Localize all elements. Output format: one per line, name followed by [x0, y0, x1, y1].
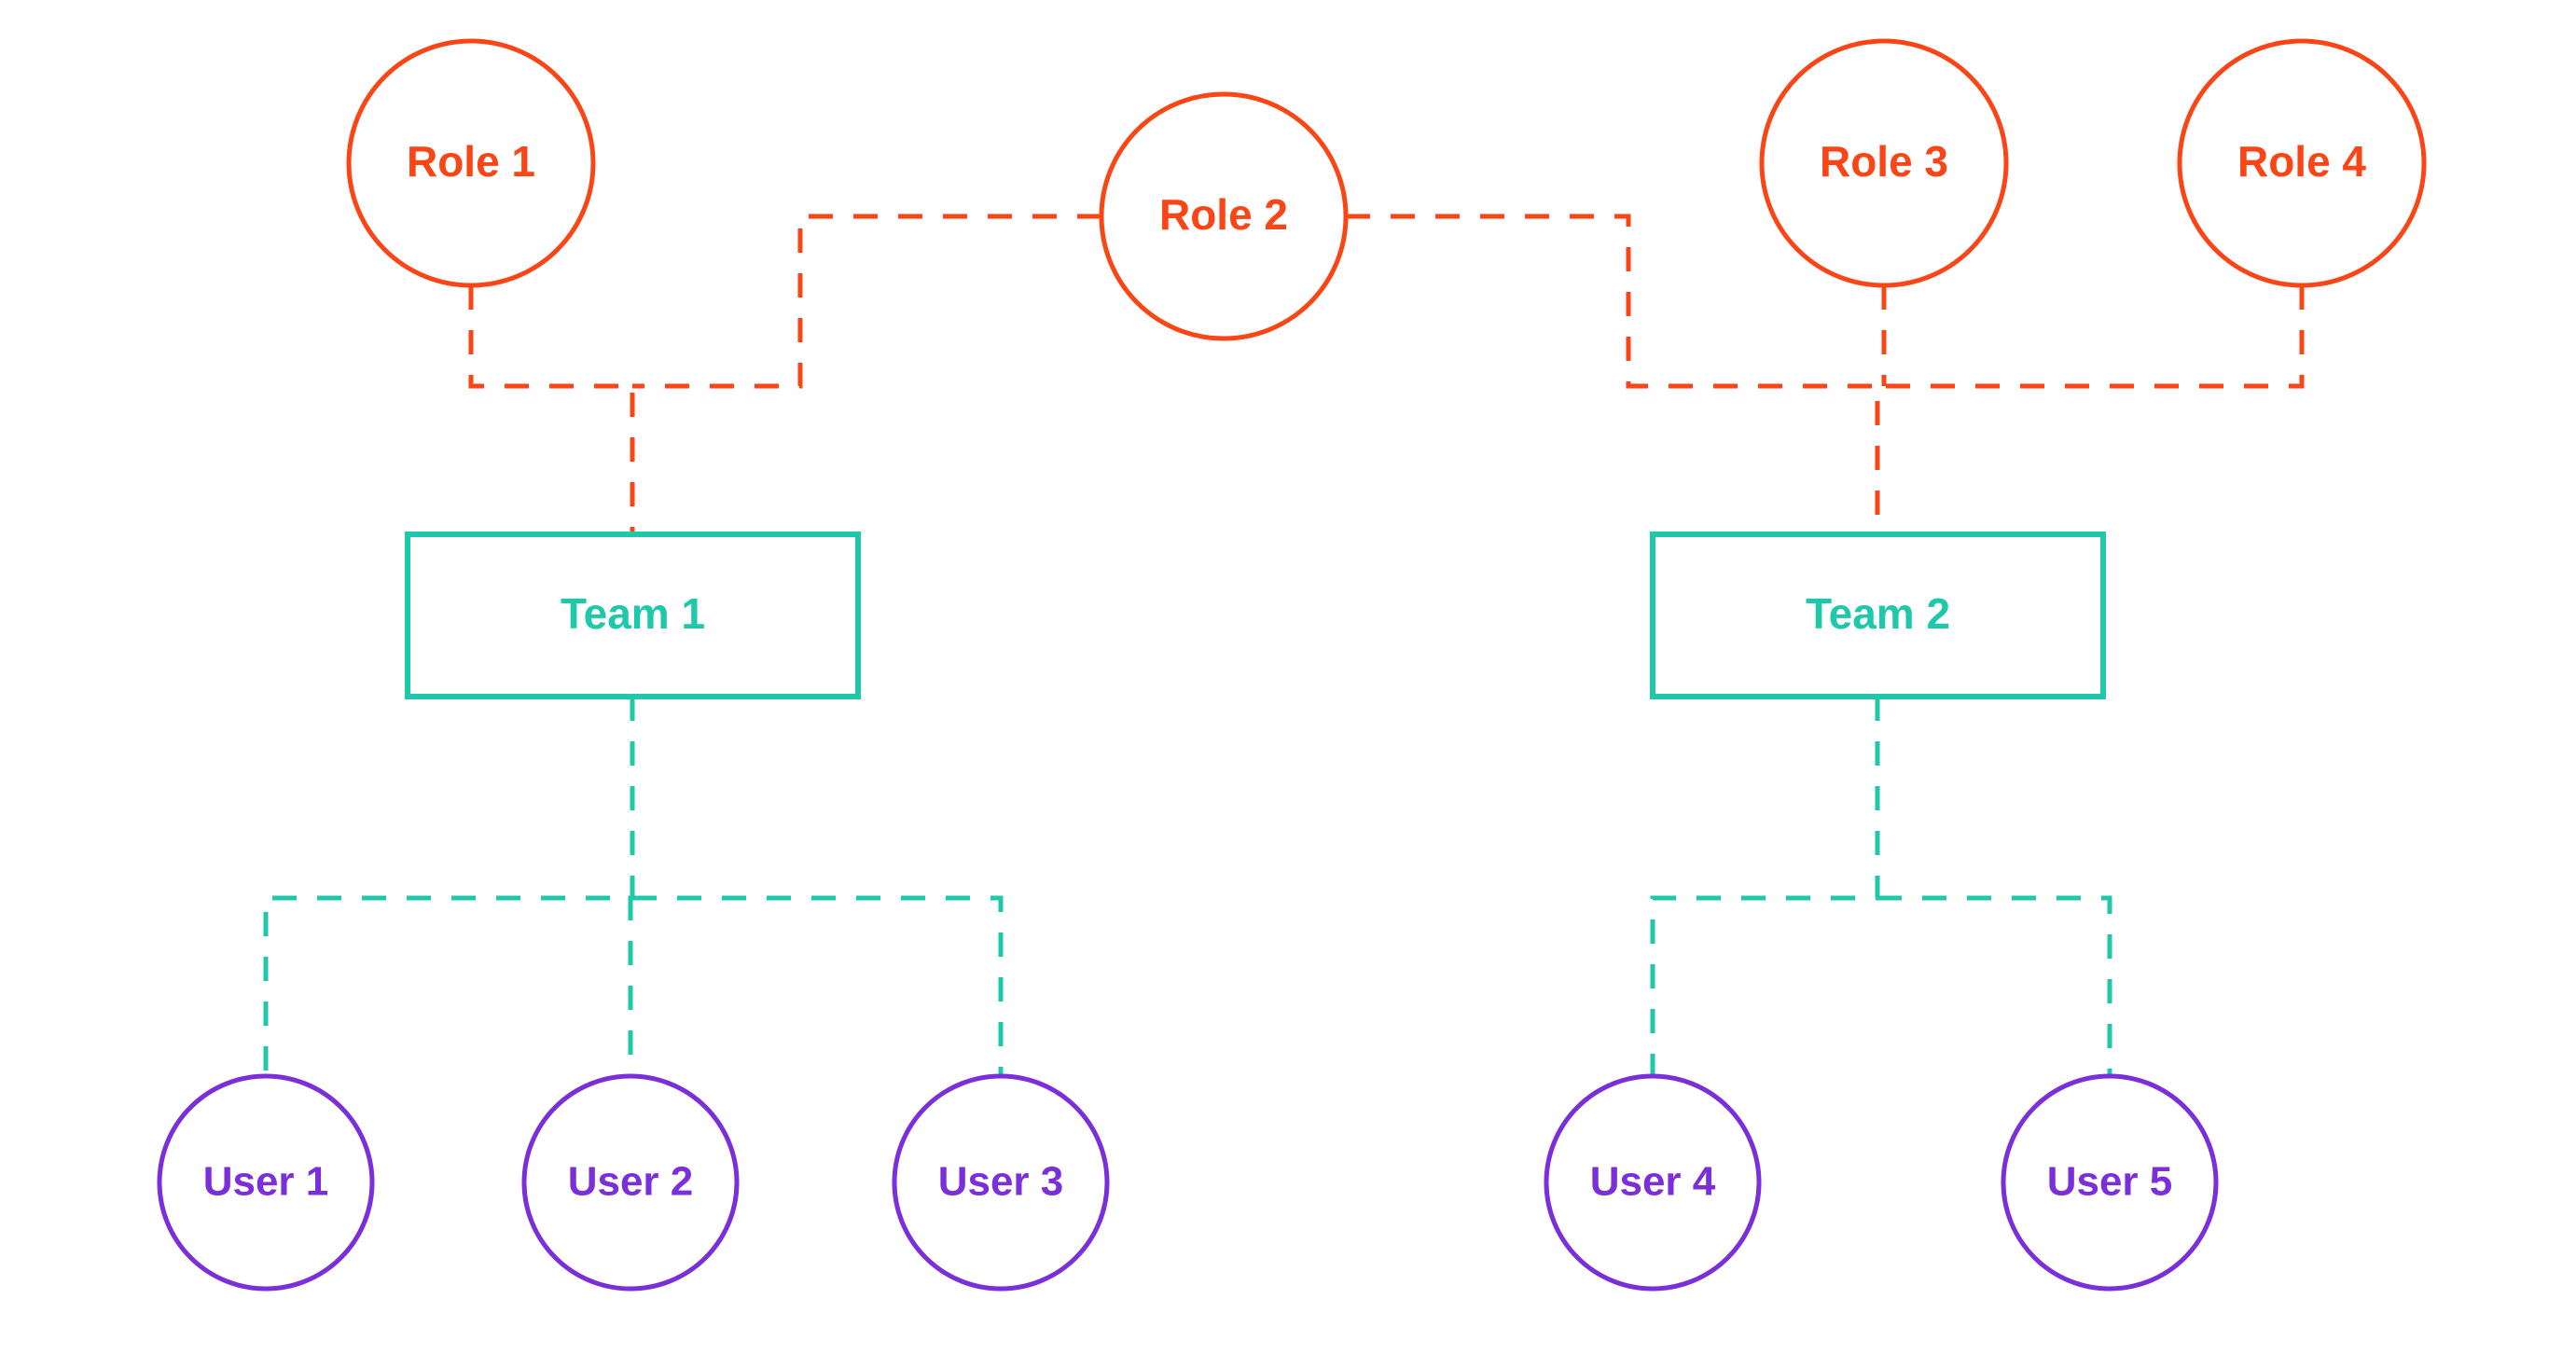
role-circle [346, 38, 596, 288]
role-circle [2177, 38, 2427, 288]
nodes-layer: Role 1 Role 2 Role 3 Role 4 Team 1 Team 2 User… [157, 38, 2427, 1292]
team-rect [1650, 532, 2106, 699]
role-circle [1099, 91, 1349, 341]
connector-role1-team1 [468, 285, 635, 534]
role-circle [1759, 38, 2009, 288]
role-node-role3[interactable]: Role 3 [1759, 38, 2009, 288]
team-node-team1[interactable]: Team 1 [405, 532, 861, 699]
connector-team1-user1 [263, 697, 635, 1076]
connector-team2-user5 [1877, 895, 2112, 1076]
connector-role2-team1 [632, 214, 1101, 389]
user-circle [157, 1073, 375, 1292]
user-circle [521, 1073, 740, 1292]
team-node-team2[interactable]: Team 2 [1650, 532, 2106, 699]
connector-team1-user3 [632, 895, 1004, 1076]
user-node-user3[interactable]: User 3 [892, 1073, 1110, 1292]
user-node-user1[interactable]: User 1 [157, 1073, 375, 1292]
user-circle [892, 1073, 1110, 1292]
user-node-user2[interactable]: User 2 [521, 1073, 740, 1292]
user-circle [1544, 1073, 1762, 1292]
edges-layer [263, 214, 2305, 1076]
role-node-role1[interactable]: Role 1 [346, 38, 596, 288]
connector-team1-user2 [628, 895, 633, 1076]
user-circle [2001, 1073, 2219, 1292]
team-rect [405, 532, 861, 699]
connector-team2-user4 [1650, 697, 1880, 1076]
role-node-role2[interactable]: Role 2 [1099, 91, 1349, 341]
user-node-user4[interactable]: User 4 [1544, 1073, 1762, 1292]
user-node-user5[interactable]: User 5 [2001, 1073, 2219, 1292]
connector-role4-team2 [1877, 285, 2305, 389]
role-node-role4[interactable]: Role 4 [2177, 38, 2427, 288]
connector-role2-team2 [1346, 214, 1880, 534]
